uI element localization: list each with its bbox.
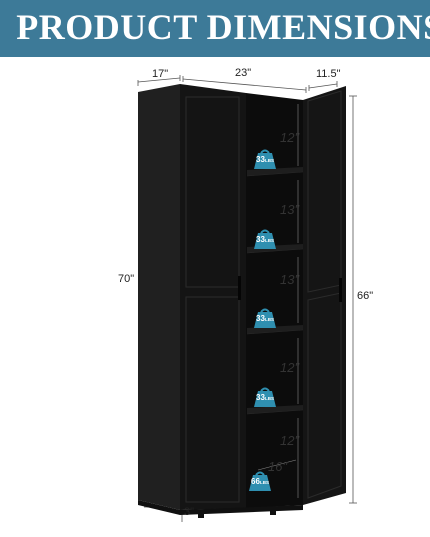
shelf-height-2: 13" [280, 202, 300, 217]
weight-badge-1: 33LBS [253, 148, 277, 170]
header-banner: PRODUCT DIMENSIONS [0, 0, 430, 57]
weight-badge-5: 66LBS [248, 470, 272, 492]
inner-height-dimension: 66" [357, 290, 374, 302]
weight-icon [254, 308, 276, 328]
weight-value: 33 [256, 235, 265, 244]
page-title: PRODUCT DIMENSIONS [16, 7, 430, 47]
weight-value: 33 [256, 393, 265, 402]
weight-unit: LBS [264, 238, 274, 243]
weight-value: 33 [256, 314, 265, 323]
width-dimension: 23" [235, 67, 252, 79]
height-dimension: 70" [118, 273, 135, 285]
weight-unit: LBS [264, 158, 274, 163]
base-height-dimension: 3" [184, 506, 195, 518]
weight-value: 33 [256, 155, 265, 164]
shelf-height-3: 13" [280, 272, 300, 287]
weight-icon [254, 149, 276, 169]
door-depth-dimension: 11.5" [316, 68, 341, 80]
shelf-height-4: 12" [280, 360, 300, 375]
weight-unit: LBS [264, 396, 274, 401]
weight-badge-4: 33LBS [253, 386, 277, 408]
weight-icon [254, 229, 276, 249]
weight-unit: LBS [264, 317, 274, 322]
weight-icon [254, 387, 276, 407]
shelf-height-1: 12" [280, 130, 300, 145]
depth-dimension: 17" [152, 68, 169, 80]
weight-unit: LBS [259, 480, 269, 485]
bottom-diagonal-dimension: 16" [268, 459, 288, 474]
weight-badge-3: 33LBS [253, 307, 277, 329]
right-door [303, 86, 346, 505]
weight-badge-2: 33LBS [253, 228, 277, 250]
cabinet-side-panel [138, 84, 180, 510]
weight-icon [249, 471, 271, 491]
weight-value: 66 [251, 477, 260, 486]
shelf-height-5: 12" [280, 433, 300, 448]
